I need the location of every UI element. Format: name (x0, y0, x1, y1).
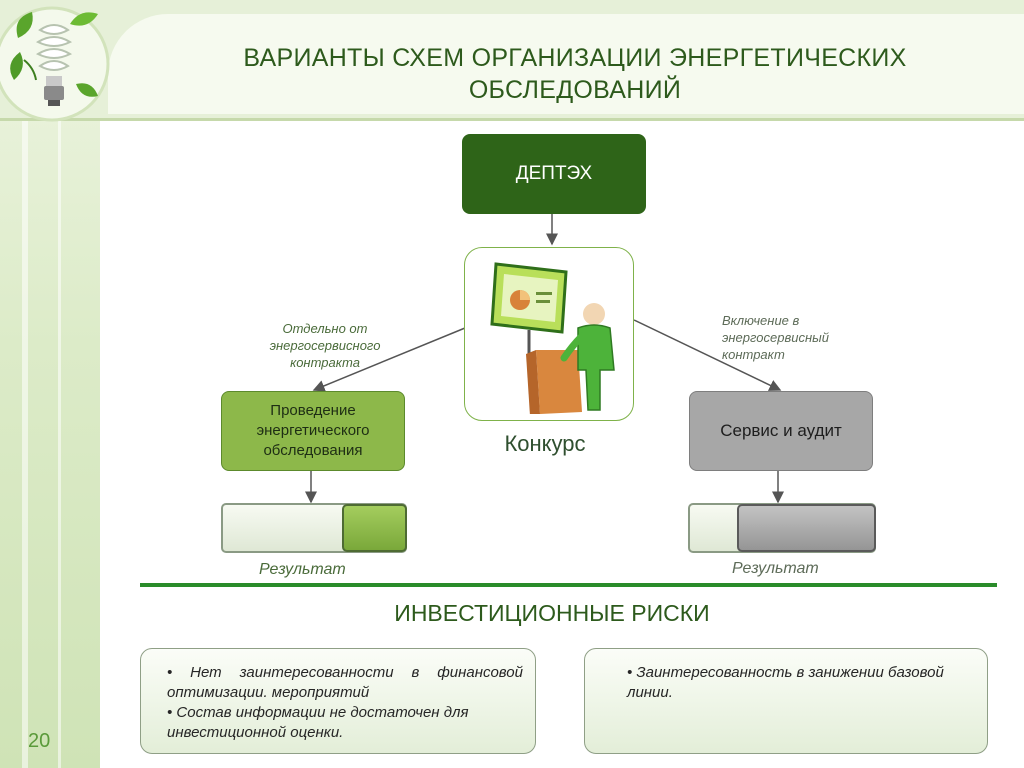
right-edge-label-line: энергосервисный (722, 330, 829, 345)
page-number: 20 (28, 730, 51, 752)
risks-heading: ИНВЕСТИЦИОННЫЕ РИСКИ (394, 600, 710, 626)
node-depteh-label: ДЕПТЭХ (515, 163, 593, 184)
left-sidebar-decoration (0, 0, 100, 768)
node-service-audit: Сервис и аудит (689, 391, 873, 471)
node-energy-audit-line: Проведение (270, 402, 356, 419)
node-service-audit-label: Сервис и аудит (720, 421, 842, 440)
slide-title-line-2: ОБСЛЕДОВАНИЙ (468, 76, 682, 104)
sidebar-stripe (58, 120, 61, 768)
node-energy-audit-line: энергетического (256, 422, 370, 439)
header-band (0, 0, 1024, 121)
arrow-contest-to-audit (312, 327, 466, 392)
slide-title-line-1: ВАРИАНТЫ СХЕМ ОРГАНИЗАЦИИ ЭНЕРГЕТИЧЕСКИХ (243, 44, 907, 72)
risks-right-box: • Заинтересованность в занижении базовой… (584, 648, 988, 754)
left-result-bar-fill (342, 504, 407, 552)
presenter-at-board-icon (490, 262, 615, 414)
left-edge-label: Отдельно от энергосервисного контракта (252, 320, 398, 371)
left-edge-label-line: контракта (290, 355, 360, 370)
left-edge-label-line: энергосервисного (269, 338, 381, 353)
right-result-label: Результат (732, 560, 819, 577)
risk-item: • Состав информации не достаточен для ин… (167, 704, 469, 741)
risks-left-box: • Нет заинтересованности в финансовой оп… (140, 648, 536, 754)
contest-caption-label: Конкурс (504, 431, 586, 456)
arrow-contest-to-service (633, 319, 782, 391)
right-edge-label-line: Включение в (722, 313, 800, 328)
header-inner (108, 14, 1024, 114)
right-edge-label-line: контракт (722, 347, 785, 362)
node-contest (464, 247, 634, 421)
left-edge-label-line: Отдельно от (282, 321, 368, 336)
contest-caption: Конкурс (480, 428, 610, 460)
left-result-label: Результат (259, 561, 346, 578)
node-energy-audit: Проведение энергетического обследования (221, 391, 405, 471)
right-result-bar-fill (737, 504, 876, 552)
risk-item: • Заинтересованность в занижении базовой… (627, 664, 944, 701)
right-edge-label: Включение в энергосервисный контракт (722, 312, 862, 363)
risk-item: • Нет заинтересованности в финансовой оп… (167, 664, 523, 701)
sidebar-stripe (22, 120, 28, 768)
node-energy-audit-line: обследования (263, 442, 363, 459)
eco-lightbulb-icon (0, 6, 110, 122)
node-depteh: ДЕПТЭХ (462, 134, 646, 214)
section-divider (140, 583, 997, 587)
